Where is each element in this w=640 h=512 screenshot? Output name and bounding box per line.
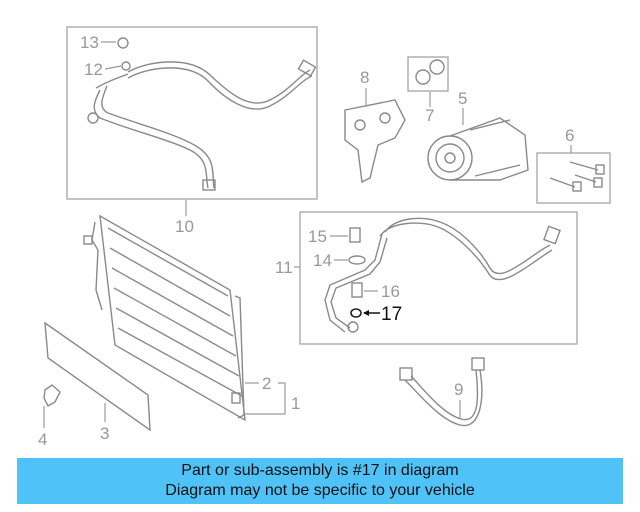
hose-10-drawing (87, 37, 317, 191)
info-banner: Part or sub-assembly is #17 in diagram D… (17, 458, 623, 504)
callout-4: 4 (38, 430, 47, 449)
callout-2: 2 (262, 374, 271, 393)
callout-17-arrow (363, 310, 369, 316)
banner-line-2: Diagram may not be specific to your vehi… (165, 482, 475, 499)
callout-11: 11 (275, 258, 293, 277)
bracket-8-drawing (344, 99, 406, 184)
cap-7b (429, 59, 445, 75)
callout-15: 15 (308, 227, 327, 246)
banner-line-1: Part or sub-assembly is #17 in diagram (181, 462, 459, 479)
line-11-drawing (324, 217, 561, 333)
callout-7: 7 (425, 106, 434, 125)
clip-4-drawing (43, 384, 61, 407)
cap-7a (415, 69, 431, 85)
callout-12: 12 (84, 60, 103, 79)
line-assembly-box (299, 211, 578, 345)
part-6-box (536, 152, 611, 204)
callout-9: 9 (454, 380, 463, 399)
part-7-box (407, 56, 449, 92)
hose-assembly-box (66, 26, 318, 200)
callout-17: 17 (381, 304, 402, 325)
callout-14: 14 (313, 251, 332, 270)
bracket-lines-1 (245, 382, 286, 415)
callout-10: 10 (175, 217, 194, 236)
callout-3: 3 (100, 424, 109, 443)
callout-16: 16 (381, 282, 400, 301)
callout-8: 8 (360, 68, 369, 87)
callout-6: 6 (565, 126, 574, 145)
compressor-5-drawing (427, 117, 529, 181)
panel-3-drawing (44, 321, 151, 432)
o-ring-17 (350, 308, 362, 318)
callout-13: 13 (80, 33, 99, 52)
bolts-6-drawing (549, 161, 605, 192)
callout-1: 1 (291, 394, 300, 413)
callout-5: 5 (458, 89, 467, 108)
condenser-2-drawing (83, 214, 246, 422)
hose-9-drawing (399, 357, 485, 427)
